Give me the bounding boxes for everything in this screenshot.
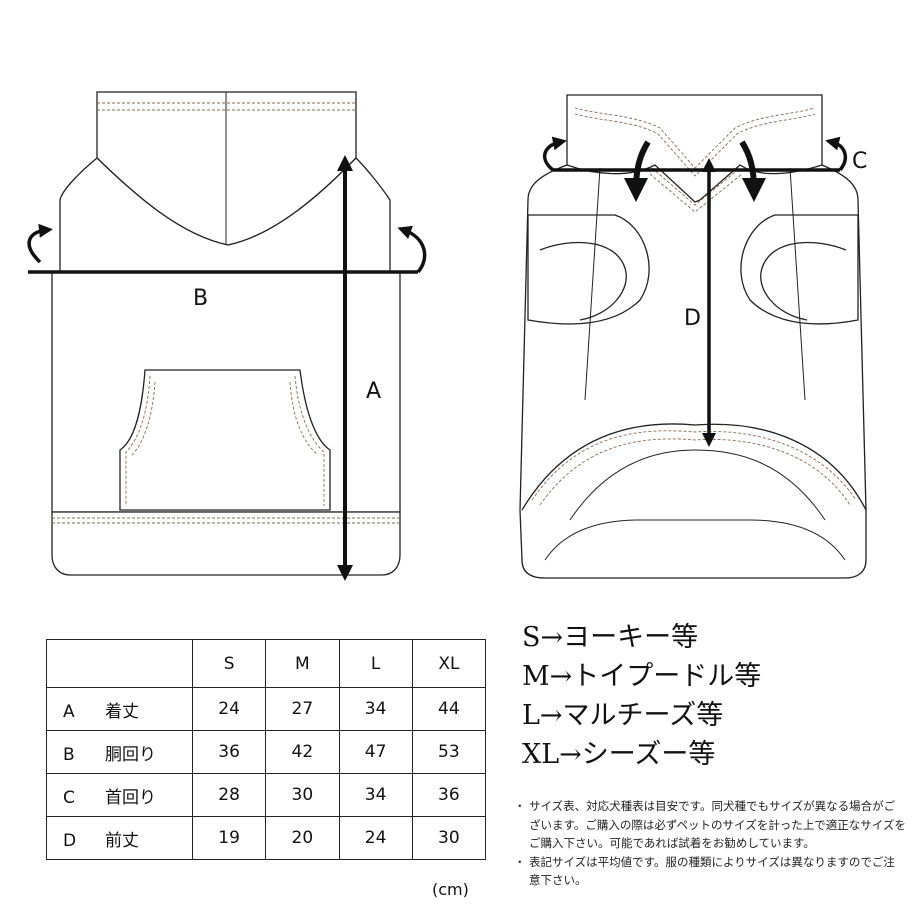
row-heading: B 胴回り [46,730,193,774]
hem-band [51,511,401,576]
cell-value: 53 [411,730,487,774]
breed-line-m: M→トイプードル等 [522,661,762,692]
row-heading: C 首回り [46,773,193,817]
left-leg-opening [527,214,650,325]
row-letter: B [63,744,75,765]
cell-value: 27 [265,687,340,731]
row-name: 前丈 [105,830,139,851]
belly-hem [521,423,867,511]
header-size-l: L [338,639,413,688]
notes-list: サイズ表、対応犬種表は目安です。同犬種でもサイズが異なる場合がございます。ご購入… [514,797,906,890]
cell-value: 19 [191,816,267,860]
cell-value: 30 [411,816,487,860]
neck-v-stitch [649,167,743,213]
label-a: A [366,379,381,404]
breed-guide: S→ヨーキー等 M→トイプードル等 L→マルチーズ等 XL→シーズー等 [522,618,902,774]
cell-value: 44 [411,687,487,731]
header-size-m: M [265,639,340,688]
table-header-row: S M L XL [46,639,487,688]
cell-value: 36 [191,730,267,774]
header-size-xl: XL [411,639,487,688]
cell-value: 30 [265,773,340,817]
row-name: 胴回り [105,744,156,765]
hoodie-back-view [51,91,401,576]
cell-value: 24 [191,687,267,731]
row-letter: A [63,701,75,722]
size-table: S M L XL A 着丈 24 27 34 44 B 胴回り 36 42 47 5… [46,639,487,860]
right-leg-inner [760,241,847,321]
label-d: D [684,306,701,331]
right-leg-opening [740,214,859,325]
breed-line-s: S→ヨーキー等 [522,622,699,653]
hood-stitch [97,102,356,111]
pocket-outline [119,369,331,511]
table-row: C 首回り 28 30 34 36 [46,773,487,817]
measure-b-arrow [27,223,427,274]
row-letter: C [63,787,75,808]
unit-label: (cm) [432,880,469,899]
label-c: C [852,149,867,174]
note-item: 表記サイズは平均値です。服の種類によりサイズは異なりますのでご注意下さい。 [514,853,906,890]
pocket-stitch [125,375,325,506]
row-letter: D [63,830,77,851]
cell-value: 42 [265,730,340,774]
collar-stitch [574,107,816,177]
cell-value: 20 [265,816,340,860]
breed-line-xl: XL→シーズー等 [522,739,716,770]
cell-value: 24 [338,816,413,860]
table-row: A 着丈 24 27 34 44 [46,687,487,731]
row-heading: A 着丈 [46,687,193,731]
note-item: サイズ表、対応犬種表は目安です。同犬種でもサイズが異なる場合がございます。ご購入… [514,797,906,853]
measure-c-arrow [542,136,848,202]
row-name: 着丈 [105,701,139,722]
cell-value: 28 [191,773,267,817]
table-row: B 胴回り 36 42 47 53 [46,730,487,774]
left-leg-inner [539,241,627,321]
cell-value: 47 [338,730,413,774]
cell-value: 36 [411,773,487,817]
header-size-s: S [191,639,267,688]
cell-value: 34 [338,773,413,817]
garment-diagram: A B C D [27,91,867,581]
row-name: 首回り [105,787,156,808]
table-corner-cell [46,639,193,688]
table-row: D 前丈 19 20 24 30 [46,816,487,860]
cell-value: 34 [338,687,413,731]
label-b: B [193,286,208,311]
belly-hem-stitch [531,430,857,506]
row-heading: D 前丈 [46,816,193,860]
breed-line-l: L→マルチーズ等 [522,700,724,731]
hoodie-front-view [519,94,867,579]
